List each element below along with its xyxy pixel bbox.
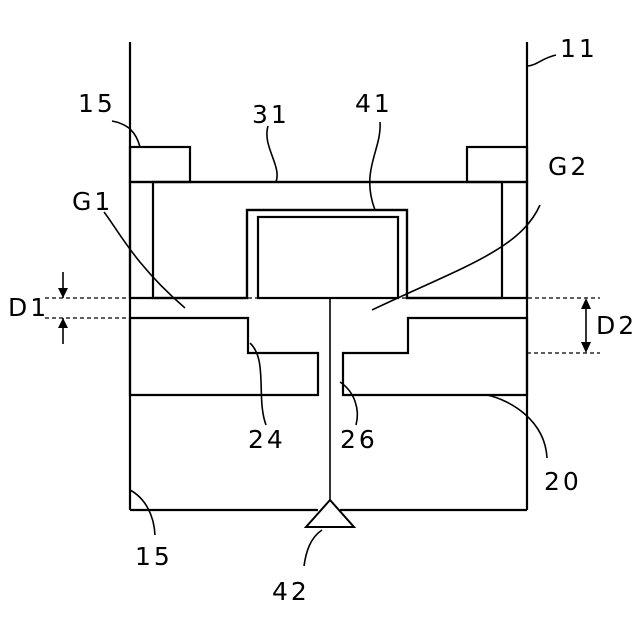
label-31: 31 (252, 100, 290, 129)
label-d1: D1 (8, 293, 49, 322)
label-11: 11 (560, 34, 598, 63)
d2-dimension-arrow (581, 298, 591, 353)
label-g2: G2 (548, 152, 589, 181)
label-d2: D2 (596, 311, 637, 340)
label-26: 26 (340, 425, 378, 454)
upper-member-31 (130, 182, 527, 298)
label-15-bottom: 15 (135, 542, 173, 571)
label-20: 20 (544, 467, 582, 496)
d1-dimension-arrows (58, 272, 68, 344)
terminal-42-symbol (306, 500, 354, 527)
label-24: 24 (248, 425, 286, 454)
core-41 (258, 217, 398, 298)
housing-walls (130, 42, 527, 510)
label-g1: G1 (72, 187, 113, 216)
lower-member-20 (130, 318, 527, 395)
top-plate-left (130, 147, 190, 182)
top-plate-right (467, 147, 527, 182)
label-15-top: 15 (78, 89, 116, 118)
gap-dashed-lines (45, 298, 600, 353)
label-42: 42 (272, 577, 310, 606)
label-41: 41 (355, 89, 393, 118)
